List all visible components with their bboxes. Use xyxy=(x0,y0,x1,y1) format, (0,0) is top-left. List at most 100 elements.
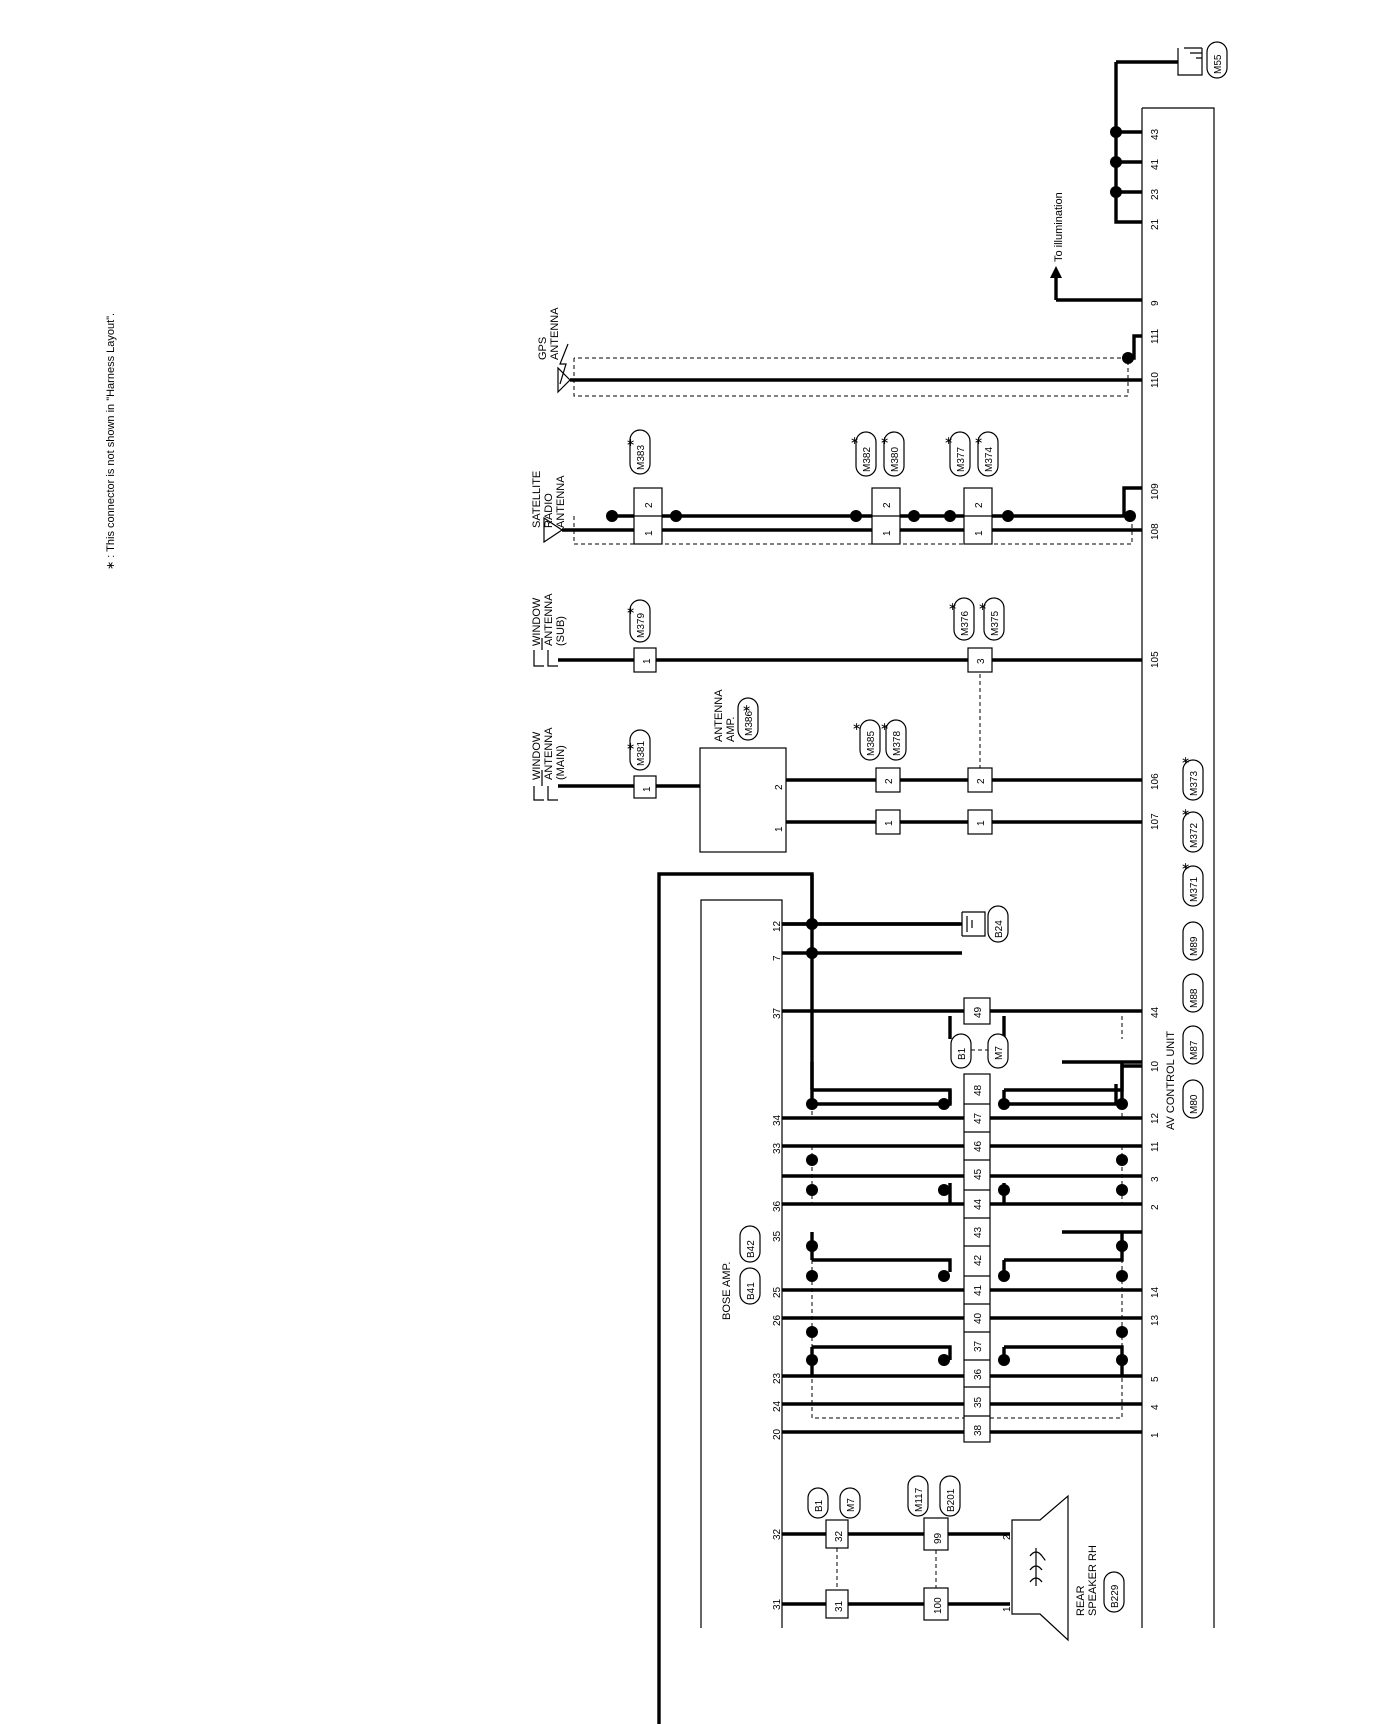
svg-text:M88: M88 xyxy=(1189,988,1200,1008)
svg-text:AMP.: AMP. xyxy=(725,717,737,742)
svg-text:106: 106 xyxy=(1150,773,1161,790)
pill-m89: M89 xyxy=(1182,921,1204,961)
svg-text:(SUB): (SUB) xyxy=(555,616,567,646)
svg-text:M87: M87 xyxy=(1189,1040,1200,1060)
svg-text:M7: M7 xyxy=(846,1498,857,1512)
svg-text:44: 44 xyxy=(973,1198,984,1210)
svg-text:35: 35 xyxy=(973,1396,984,1408)
svg-text:42: 42 xyxy=(973,1254,984,1266)
antenna-amp: ANTENNA AMP. M386 ∗ 1 2 1 2 M385 M378 ∗ … xyxy=(699,674,1161,853)
av-control-unit: AV CONTROL UNIT M80 M87 M88 M89 M371 M37… xyxy=(1141,41,1228,1628)
trunk-outer xyxy=(657,872,814,1700)
svg-text:11: 11 xyxy=(1150,1141,1161,1152)
bose-amp-label: BOSE AMP. xyxy=(721,1262,733,1321)
svg-text:1: 1 xyxy=(642,786,653,792)
svg-text:∗: ∗ xyxy=(850,435,859,447)
svg-text:∗: ∗ xyxy=(880,435,889,447)
pill-b41: B41 xyxy=(739,1267,761,1305)
bose-av-wires xyxy=(782,874,1142,1434)
svg-text:∗: ∗ xyxy=(944,435,953,447)
svg-text:ANTENNA: ANTENNA xyxy=(555,475,567,528)
svg-text:43: 43 xyxy=(1150,128,1161,140)
svg-text:46: 46 xyxy=(973,1140,984,1152)
svg-text:∗: ∗ xyxy=(948,601,957,613)
svg-text:41: 41 xyxy=(973,1284,984,1296)
svg-text:48: 48 xyxy=(973,1084,984,1096)
svg-text:M381: M381 xyxy=(636,741,647,766)
pill-m88: M88 xyxy=(1182,973,1204,1013)
svg-text:B201: B201 xyxy=(946,1488,957,1512)
svg-text:REAR: REAR xyxy=(1075,1585,1087,1616)
pill-m373: M373 xyxy=(1182,759,1204,801)
svg-text:∗: ∗ xyxy=(742,703,751,715)
svg-text:WINDOW: WINDOW xyxy=(531,731,543,780)
svg-text:2: 2 xyxy=(1002,1534,1013,1540)
junction-dots xyxy=(806,918,1128,1366)
svg-text:9: 9 xyxy=(1150,300,1161,306)
svg-text:105: 105 xyxy=(1150,651,1161,668)
svg-text:M380: M380 xyxy=(890,447,901,472)
ground-m55: M55 xyxy=(1177,41,1228,79)
window-antenna-main: WINDOW ANTENNA (MAIN) 1 M381 ∗ xyxy=(531,727,700,801)
svg-text:1: 1 xyxy=(642,658,653,664)
svg-text:38: 38 xyxy=(973,1424,984,1436)
svg-text:12: 12 xyxy=(772,920,783,932)
illumination: To illumination 9 xyxy=(1050,192,1161,306)
svg-text:23: 23 xyxy=(772,1372,783,1384)
svg-text:ANTENNA: ANTENNA xyxy=(543,593,555,646)
svg-text:1: 1 xyxy=(774,826,785,832)
svg-text:2: 2 xyxy=(976,778,987,784)
svg-text:14: 14 xyxy=(1150,1286,1161,1298)
svg-text:3: 3 xyxy=(976,658,987,664)
svg-text:36: 36 xyxy=(772,1200,783,1212)
svg-text:10: 10 xyxy=(1150,1060,1161,1072)
svg-text:M379: M379 xyxy=(636,613,647,638)
svg-text:(MAIN): (MAIN) xyxy=(555,745,567,780)
svg-text:1: 1 xyxy=(974,530,985,536)
pill-b42: B42 xyxy=(739,1225,761,1263)
svg-text:M80: M80 xyxy=(1189,1094,1200,1114)
svg-text:24: 24 xyxy=(772,1400,783,1412)
bose-amp: BOSE AMP. B41 B42 xyxy=(700,899,783,1628)
svg-text:110: 110 xyxy=(1150,372,1161,388)
svg-text:∗: ∗ xyxy=(978,601,987,613)
svg-text:ANTENNA: ANTENNA xyxy=(549,307,561,360)
svg-text:1: 1 xyxy=(1002,1606,1013,1612)
svg-text:108: 108 xyxy=(1150,523,1161,540)
gps-antenna: GPS ANTENNA 110 111 xyxy=(537,307,1161,397)
pill-m372: M372 xyxy=(1182,811,1204,853)
svg-text:107: 107 xyxy=(1150,813,1161,830)
svg-text:M377: M377 xyxy=(956,447,967,472)
svg-text:M378: M378 xyxy=(892,731,903,756)
pill-m80: M80 xyxy=(1182,1079,1204,1119)
svg-text:2: 2 xyxy=(884,778,895,784)
svg-text:35: 35 xyxy=(772,1230,783,1242)
svg-text:M117: M117 xyxy=(914,1487,925,1512)
svg-text:32: 32 xyxy=(772,1528,783,1540)
svg-text:1: 1 xyxy=(976,820,987,826)
av-connector-pills: M80 M87 M88 M89 M371 M372 M373 ∗ ∗ ∗ xyxy=(1181,755,1204,1119)
svg-text:33: 33 xyxy=(772,1142,783,1154)
svg-text:3: 3 xyxy=(1150,1176,1161,1182)
svg-text:B42: B42 xyxy=(746,1240,757,1258)
ground-bus: 21 23 41 43 xyxy=(1110,60,1178,230)
rear-speaker-section: 31 32 B1 M7 100 99 M117 B201 1 2 REAR SP… xyxy=(782,1475,1125,1642)
svg-text:43: 43 xyxy=(973,1226,984,1238)
satellite-radio-antenna: SATELLITE RADIO ANTENNA 1 2 M383 ∗ 1 2 M… xyxy=(531,429,1161,545)
pill-m371: M371 xyxy=(1182,865,1204,907)
svg-text:1: 1 xyxy=(1150,1432,1161,1438)
svg-text:M375: M375 xyxy=(990,611,1001,636)
svg-text:∗: ∗ xyxy=(852,721,861,733)
svg-text:∗: ∗ xyxy=(880,721,889,733)
svg-text:37: 37 xyxy=(772,1007,783,1019)
svg-text:RADIO: RADIO xyxy=(543,493,555,528)
svg-text:∗: ∗ xyxy=(626,605,635,617)
svg-text:32: 32 xyxy=(834,1530,845,1542)
svg-text:SATELLITE: SATELLITE xyxy=(531,471,543,528)
svg-text:ANTENNA: ANTENNA xyxy=(713,689,725,742)
svg-text:31: 31 xyxy=(772,1598,783,1610)
svg-text:37: 37 xyxy=(973,1340,984,1352)
footnote: ∗ : This connector is not shown in "Harn… xyxy=(105,313,117,570)
svg-text:∗: ∗ xyxy=(1181,755,1190,767)
svg-text:SPEAKER RH: SPEAKER RH xyxy=(1087,1545,1099,1616)
